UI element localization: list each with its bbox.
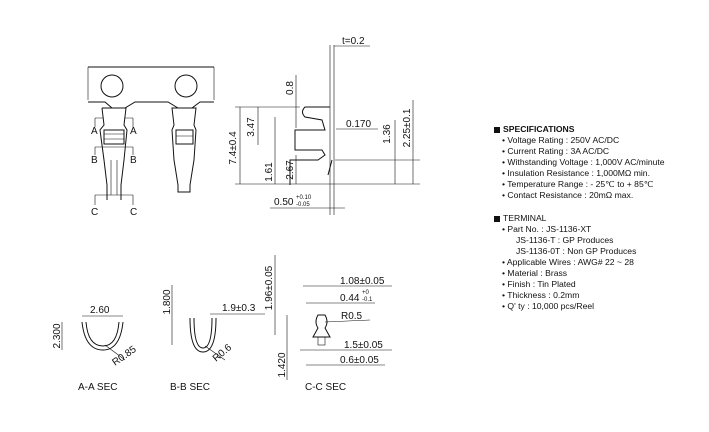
- dim: 1.800: [162, 289, 173, 314]
- dim-width: 0.50: [274, 197, 294, 208]
- dim-tol-minus: -0.05: [296, 202, 310, 208]
- section-mark: B: [130, 155, 137, 166]
- dim: 1.96±0.05: [264, 265, 275, 310]
- section-mark: A: [91, 126, 98, 137]
- dim-tol-plus: +0.10: [296, 195, 312, 201]
- dim: 3.47: [246, 117, 257, 137]
- dim-tol-plus: +0: [362, 290, 370, 296]
- section-mark: C: [130, 207, 137, 218]
- dim: 1.420: [277, 352, 288, 377]
- section-mark: A: [130, 126, 137, 137]
- side-view: t=0.2 7.4±0.4 3.47 1.61 2.67 0.8 0.170 1…: [228, 36, 420, 215]
- section-label: B-B SEC: [170, 382, 210, 393]
- pilot-hole: [174, 74, 198, 98]
- terminal-item: Material : Brass: [502, 268, 665, 279]
- spec-item: Temperature Range : - 25℃ to + 85℃: [502, 179, 665, 190]
- terminal-item: Finish : Tin Plated: [502, 279, 665, 290]
- terminal-subitem: JS-1136-0T : Non GP Produces: [516, 246, 637, 256]
- terminal-subitem: JS-1136-T : GP Produces: [516, 235, 614, 245]
- top-view: A A B B C C: [87, 66, 215, 218]
- dim-total-length: 7.4±0.4: [228, 131, 239, 165]
- dim: 2.25±0.1: [402, 108, 413, 147]
- dim: R0.6: [211, 342, 235, 364]
- dim: 2.67: [285, 160, 296, 180]
- section-label: A-A SEC: [78, 382, 117, 393]
- terminal-heading: TERMINAL: [494, 213, 665, 224]
- specifications-heading: SPECIFICATIONS: [494, 124, 665, 135]
- dim: R0.85: [110, 344, 139, 369]
- dim: 1.08±0.05: [340, 276, 385, 287]
- section-mark: C: [91, 207, 98, 218]
- dim: 2.300: [52, 323, 63, 348]
- spec-item: Contact Resistance : 20mΩ max.: [502, 190, 665, 201]
- dim: R0.5: [341, 311, 363, 322]
- dim: 1.5±0.05: [344, 340, 383, 351]
- dim-thickness: t=0.2: [342, 36, 365, 47]
- bullet-square-icon: [494, 126, 500, 133]
- spec-item: Voltage Rating : 250V AC/DC: [502, 135, 665, 146]
- section-cc: 1.96±0.05 1.08±0.05 0.44 +0 -0.1 R0.5 1.…: [264, 255, 392, 393]
- dim: 0.170: [346, 119, 371, 130]
- terminal-item: Q' ty : 10,000 pcs/Reel: [502, 301, 665, 312]
- bullet-square-icon: [494, 215, 500, 222]
- spec-item: Withstanding Voltage : 1,000V AC/minute: [502, 157, 664, 168]
- section-label: C-C SEC: [305, 382, 346, 393]
- terminal-list: Part No. : JS-1136-XT JS-1136-T : GP Pro…: [494, 224, 665, 312]
- heading-text: TERMINAL: [503, 213, 547, 223]
- spec-list: Voltage Rating : 250V AC/DC Current Rati…: [494, 135, 665, 201]
- heading-text: SPECIFICATIONS: [503, 124, 575, 134]
- spec-item: Insulation Resistance : 1,000MΩ min.: [502, 168, 665, 179]
- pilot-hole: [100, 74, 124, 98]
- section-aa: 2.60 2.300 R0.85 A-A SEC: [52, 305, 139, 393]
- section-bb: 1.800 1.9±0.3 R0.6 B-B SEC: [162, 285, 265, 393]
- dim: 0.6±0.05: [340, 355, 379, 366]
- terminal-item: Thickness : 0.2mm: [502, 290, 665, 301]
- dim: 1.36: [382, 124, 393, 144]
- dim: 1.9±0.3: [222, 303, 256, 314]
- dim: 0.44: [340, 293, 360, 304]
- dim: 1.61: [264, 162, 275, 182]
- terminal-item: Part No. : JS-1136-XT: [502, 224, 665, 235]
- dim: 2.60: [90, 305, 110, 316]
- section-mark: B: [91, 155, 98, 166]
- dim-tol-minus: -0.1: [362, 297, 373, 303]
- spec-item: Current Rating : 3A AC/DC: [502, 146, 665, 157]
- terminal-item: Applicable Wires : AWG# 22 ~ 28: [502, 257, 665, 268]
- dim: 0.8: [285, 81, 296, 95]
- specifications-panel: SPECIFICATIONS Voltage Rating : 250V AC/…: [494, 124, 665, 312]
